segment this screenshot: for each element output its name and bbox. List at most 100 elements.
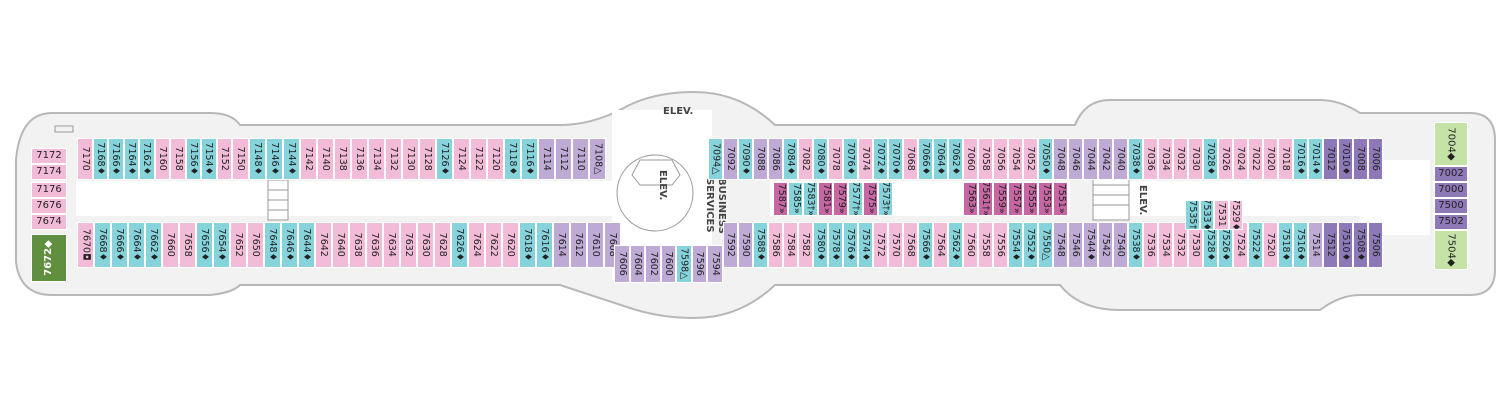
cabin[interactable]: 7594: [707, 245, 723, 283]
cabin[interactable]: 7648♦: [264, 222, 281, 268]
cabin[interactable]: 7012: [1323, 138, 1338, 180]
cabin[interactable]: 7666♦: [111, 222, 128, 268]
cabin[interactable]: 7632: [400, 222, 417, 268]
cabin[interactable]: 7022: [1248, 138, 1263, 180]
cabin[interactable]: 7130: [402, 138, 419, 180]
cabin[interactable]: 7156♦: [185, 138, 201, 180]
cabin[interactable]: 7516♦: [1293, 222, 1308, 268]
cabin[interactable]: 7668♦: [94, 222, 111, 268]
cabin[interactable]: 7563»: [963, 182, 978, 216]
cabin[interactable]: 7578♦: [828, 222, 843, 268]
cabin[interactable]: 7522♦: [1248, 222, 1263, 268]
cabin[interactable]: 7164♦: [123, 138, 139, 180]
cabin[interactable]: 7094△: [708, 138, 723, 180]
cabin[interactable]: 7024: [1233, 138, 1248, 180]
cabin[interactable]: 7570: [888, 222, 903, 268]
cabin[interactable]: 7136: [351, 138, 368, 180]
cabin[interactable]: 7034: [1158, 138, 1173, 180]
cabin[interactable]: 7170: [77, 138, 93, 180]
cabin[interactable]: 7654♦: [213, 222, 230, 268]
cabin[interactable]: 7512: [1323, 222, 1338, 268]
cabin[interactable]: 7112: [555, 138, 572, 180]
cabin[interactable]: 7587»: [773, 182, 788, 216]
cabin[interactable]: 7502: [1434, 214, 1468, 230]
cabin[interactable]: 7592: [723, 222, 738, 268]
cabin[interactable]: 7538♦: [1128, 222, 1143, 268]
cabin[interactable]: 7160: [154, 138, 170, 180]
cabin[interactable]: 7020: [1263, 138, 1278, 180]
cabin[interactable]: 7588♦: [753, 222, 768, 268]
cabin[interactable]: 7630: [417, 222, 434, 268]
cabin[interactable]: 7614: [553, 222, 570, 268]
cabin[interactable]: 7518♦: [1278, 222, 1293, 268]
cabin[interactable]: 7600: [660, 245, 676, 283]
cabin[interactable]: 7577†»: [848, 182, 863, 216]
cabin[interactable]: 7584: [783, 222, 798, 268]
cabin[interactable]: 7014♦: [1308, 138, 1323, 180]
cabin[interactable]: 7500: [1434, 198, 1468, 214]
cabin[interactable]: 7612: [570, 222, 587, 268]
cabin[interactable]: 7062♦: [948, 138, 963, 180]
cabin[interactable]: 7176: [31, 182, 67, 198]
cabin[interactable]: 7560: [963, 222, 978, 268]
cabin[interactable]: 7558: [978, 222, 993, 268]
cabin[interactable]: 7132: [385, 138, 402, 180]
cabin[interactable]: 7559»: [993, 182, 1008, 216]
cabin[interactable]: 7004◆: [1434, 122, 1468, 166]
cabin[interactable]: 7590: [738, 222, 753, 268]
cabin[interactable]: 7542: [1098, 222, 1113, 268]
cabin[interactable]: 7662♦: [145, 222, 162, 268]
cabin[interactable]: 7582: [798, 222, 813, 268]
cabin[interactable]: 7150: [232, 138, 249, 180]
cabin[interactable]: 7534: [1158, 222, 1173, 268]
cabin[interactable]: 7552♦: [1023, 222, 1038, 268]
cabin[interactable]: 7042: [1098, 138, 1113, 180]
cabin[interactable]: 7572: [873, 222, 888, 268]
cabin[interactable]: 7036: [1143, 138, 1158, 180]
cabin[interactable]: 7535†: [1185, 200, 1200, 230]
cabin[interactable]: 7140: [317, 138, 334, 180]
cabin[interactable]: 7154♦: [201, 138, 217, 180]
cabin[interactable]: 7508♦: [1353, 222, 1368, 268]
cabin[interactable]: 7006: [1368, 138, 1383, 180]
cabin[interactable]: 7550△: [1038, 222, 1053, 268]
cabin[interactable]: 7026: [1218, 138, 1233, 180]
cabin[interactable]: 7058: [978, 138, 993, 180]
cabin[interactable]: 7514: [1308, 222, 1323, 268]
cabin[interactable]: 7158: [170, 138, 186, 180]
cabin[interactable]: 7076♦: [843, 138, 858, 180]
cabin[interactable]: 7620: [502, 222, 519, 268]
cabin[interactable]: 7554♦: [1008, 222, 1023, 268]
cabin[interactable]: 7555»: [1023, 182, 1038, 216]
cabin[interactable]: 7134: [368, 138, 385, 180]
cabin[interactable]: 7030: [1188, 138, 1203, 180]
cabin[interactable]: 7084♦: [783, 138, 798, 180]
cabin[interactable]: 7000: [1434, 182, 1468, 198]
cabin[interactable]: 7146♦: [266, 138, 283, 180]
cabin[interactable]: 7551»: [1053, 182, 1068, 216]
cabin[interactable]: 7088: [753, 138, 768, 180]
cabin[interactable]: 7644♦: [298, 222, 315, 268]
cabin[interactable]: 7052: [1023, 138, 1038, 180]
cabin[interactable]: 7553»: [1038, 182, 1053, 216]
cabin[interactable]: 7126♦: [436, 138, 453, 180]
cabin[interactable]: 7008: [1353, 138, 1368, 180]
cabin[interactable]: 7529♦: [1228, 200, 1243, 230]
cabin[interactable]: 7622: [485, 222, 502, 268]
cabin[interactable]: 7532: [1173, 222, 1188, 268]
cabin[interactable]: 7585»: [788, 182, 803, 216]
cabin[interactable]: 7018: [1278, 138, 1293, 180]
cabin[interactable]: 7650: [247, 222, 264, 268]
cabin[interactable]: 7634: [383, 222, 400, 268]
cabin[interactable]: 7548: [1053, 222, 1068, 268]
cabin[interactable]: 7148♦: [249, 138, 266, 180]
cabin[interactable]: 7618♦: [519, 222, 536, 268]
cabin[interactable]: 7546: [1068, 222, 1083, 268]
cabin[interactable]: 7573†»: [878, 182, 893, 216]
cabin[interactable]: 7580♦: [813, 222, 828, 268]
cabin[interactable]: 7652: [230, 222, 247, 268]
cabin[interactable]: 7581»: [818, 182, 833, 216]
cabin[interactable]: 7646♦: [281, 222, 298, 268]
cabin[interactable]: 7628: [434, 222, 451, 268]
cabin[interactable]: 7544♦: [1083, 222, 1098, 268]
